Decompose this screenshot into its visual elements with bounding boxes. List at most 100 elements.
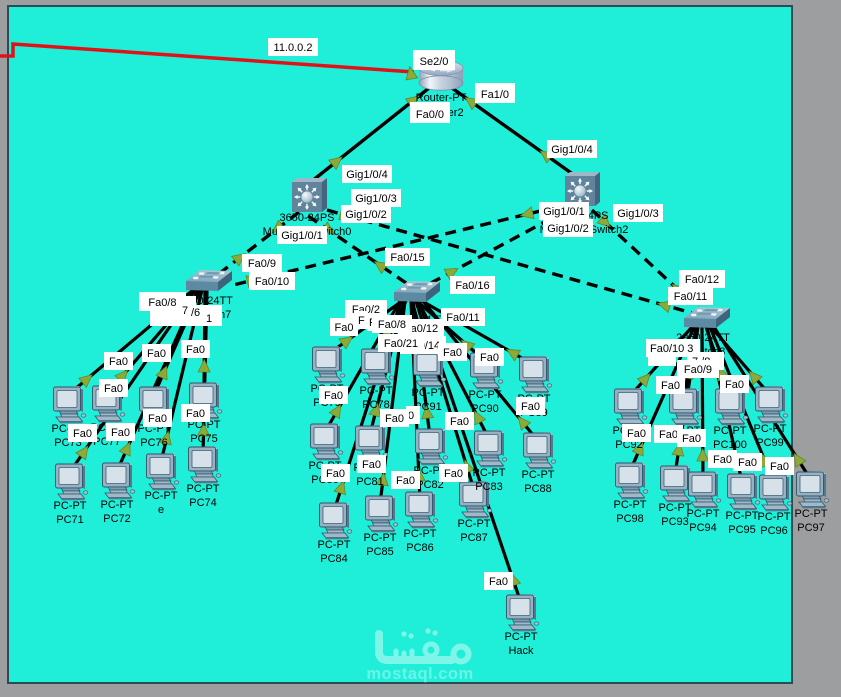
- svg-text:Fa0/12: Fa0/12: [404, 323, 438, 335]
- svg-text:PC-PT: PC-PT: [360, 385, 393, 397]
- svg-text:PC-PT: PC-PT: [754, 423, 787, 435]
- svg-text:Fa0/10: Fa0/10: [255, 276, 289, 288]
- svg-text:Fa0: Fa0: [73, 428, 92, 440]
- svg-text:mostaql.com: mostaql.com: [366, 665, 473, 683]
- svg-text:PC94: PC94: [689, 522, 717, 534]
- svg-text:Fa0/15: Fa0/15: [390, 252, 424, 264]
- svg-text:PC-PT: PC-PT: [145, 490, 178, 502]
- svg-text:Fa0/11: Fa0/11: [674, 291, 707, 303]
- svg-text:PC84: PC84: [320, 553, 348, 565]
- svg-text:PC86: PC86: [406, 542, 434, 554]
- svg-text:Fa0: Fa0: [770, 461, 789, 473]
- svg-text:PC-PT: PC-PT: [473, 467, 506, 479]
- svg-text:PC-PT: PC-PT: [714, 425, 747, 437]
- svg-text:Fa0: Fa0: [725, 379, 744, 391]
- svg-text:e: e: [158, 504, 164, 516]
- svg-text:Fa0: Fa0: [111, 427, 130, 439]
- svg-text:PC98: PC98: [616, 513, 644, 525]
- svg-text:PC-PT: PC-PT: [659, 502, 692, 514]
- svg-text:Fa0/21: Fa0/21: [384, 338, 418, 350]
- svg-text:Gig1/0/1: Gig1/0/1: [543, 206, 585, 218]
- svg-text:PC-PT: PC-PT: [101, 499, 134, 511]
- svg-text:PC91: PC91: [414, 401, 442, 413]
- svg-text:7: 7: [182, 305, 188, 317]
- svg-text:Gig1/0/4: Gig1/0/4: [346, 169, 388, 181]
- svg-text:Fa0: Fa0: [186, 408, 205, 420]
- svg-text:PC-PT: PC-PT: [404, 528, 437, 540]
- svg-text:Fa0: Fa0: [444, 468, 463, 480]
- svg-text:0: 0: [408, 410, 414, 422]
- svg-text:Se2/0: Se2/0: [420, 56, 449, 68]
- svg-text:PC72: PC72: [103, 513, 131, 525]
- svg-text:F: F: [358, 315, 365, 327]
- svg-text:Fa0: Fa0: [362, 459, 381, 471]
- svg-text:PC-PT: PC-PT: [414, 465, 447, 477]
- svg-text:Gig1/0/3: Gig1/0/3: [355, 193, 397, 205]
- svg-text:Gig1/0/3: Gig1/0/3: [617, 208, 659, 220]
- svg-text:PC78: PC78: [362, 399, 390, 411]
- svg-text:PC-PT: PC-PT: [458, 518, 491, 530]
- svg-text:PC82: PC82: [416, 479, 444, 491]
- svg-text:Fa0: Fa0: [109, 356, 128, 368]
- svg-text:PC76: PC76: [140, 437, 168, 449]
- svg-text:Gig1/0/2: Gig1/0/2: [345, 209, 387, 221]
- svg-text:Fa0/10 3: Fa0/10 3: [650, 343, 693, 355]
- svg-text:Gig1/0/1: Gig1/0/1: [281, 230, 323, 242]
- svg-text:Fa0: Fa0: [104, 383, 123, 395]
- svg-text:PC88: PC88: [524, 483, 552, 495]
- svg-text:Fa0/9: Fa0/9: [248, 258, 276, 270]
- svg-text:PC-PT: PC-PT: [522, 469, 555, 481]
- svg-text:Fa1/0: Fa1/0: [481, 89, 509, 101]
- svg-text:PC81: PC81: [356, 476, 384, 488]
- svg-text:11.0.0.2: 11.0.0.2: [274, 42, 313, 54]
- svg-text:Fa0/11: Fa0/11: [446, 312, 479, 324]
- svg-text:PC75: PC75: [190, 433, 218, 445]
- svg-text:PC-PT: PC-PT: [726, 510, 759, 522]
- svg-text:PC95: PC95: [728, 524, 756, 536]
- svg-text:Fa0: Fa0: [738, 457, 757, 469]
- svg-text:Fa0/12: Fa0/12: [685, 274, 719, 286]
- svg-text:PC-PT: PC-PT: [318, 539, 351, 551]
- svg-text:Fa0: Fa0: [521, 401, 540, 413]
- svg-text:Fa0: Fa0: [627, 428, 646, 440]
- svg-text:PC-PT: PC-PT: [187, 483, 220, 495]
- svg-text:PC100: PC100: [713, 439, 747, 451]
- svg-text:PC-PT: PC-PT: [412, 387, 445, 399]
- svg-text:PC-PT: PC-PT: [54, 500, 87, 512]
- svg-text:PC97: PC97: [797, 522, 825, 534]
- svg-text:Fa0/8: Fa0/8: [378, 319, 406, 331]
- svg-text:PC71: PC71: [56, 514, 84, 526]
- svg-text:PC-PT: PC-PT: [505, 631, 538, 643]
- svg-text:Fa0: Fa0: [489, 576, 508, 588]
- svg-text:Fa0: Fa0: [480, 352, 499, 364]
- svg-text:PC90: PC90: [471, 403, 499, 415]
- svg-text:Fa0: Fa0: [335, 322, 354, 334]
- svg-text:1: 1: [206, 313, 212, 325]
- svg-text:Fa0: Fa0: [659, 429, 678, 441]
- svg-text:3650-24PS: 3650-24PS: [279, 212, 334, 224]
- svg-text:PC-PT: PC-PT: [469, 389, 502, 401]
- svg-text:Fa0/16: Fa0/16: [455, 280, 489, 292]
- svg-text:Fa0: Fa0: [682, 433, 701, 445]
- svg-text:Fa0: Fa0: [186, 344, 205, 356]
- svg-text:Gig1/0/2: Gig1/0/2: [547, 223, 589, 235]
- svg-text:PC96: PC96: [760, 525, 788, 537]
- svg-text:Router-PT: Router-PT: [416, 92, 467, 104]
- svg-text:Hack: Hack: [508, 645, 534, 657]
- svg-text:Fa0/9: Fa0/9: [684, 364, 712, 376]
- svg-text:Fa0: Fa0: [396, 475, 415, 487]
- svg-text:Fa0: Fa0: [443, 347, 462, 359]
- svg-text:PC-PT: PC-PT: [687, 508, 720, 520]
- svg-text:PC-PT: PC-PT: [795, 508, 828, 520]
- svg-text:Fa0: Fa0: [324, 390, 343, 402]
- svg-text:PC-PT: PC-PT: [614, 499, 647, 511]
- svg-text:Fa0: Fa0: [326, 468, 345, 480]
- svg-text:PC93: PC93: [661, 516, 689, 528]
- svg-text:Fa0/0: Fa0/0: [416, 109, 444, 121]
- svg-text:Gig1/0/4: Gig1/0/4: [551, 144, 593, 156]
- svg-text:Fa0: Fa0: [661, 380, 680, 392]
- svg-text:PC99: PC99: [756, 437, 784, 449]
- svg-text:PC85: PC85: [366, 546, 394, 558]
- svg-text:PC87: PC87: [460, 532, 488, 544]
- svg-text:Fa0: Fa0: [713, 454, 732, 466]
